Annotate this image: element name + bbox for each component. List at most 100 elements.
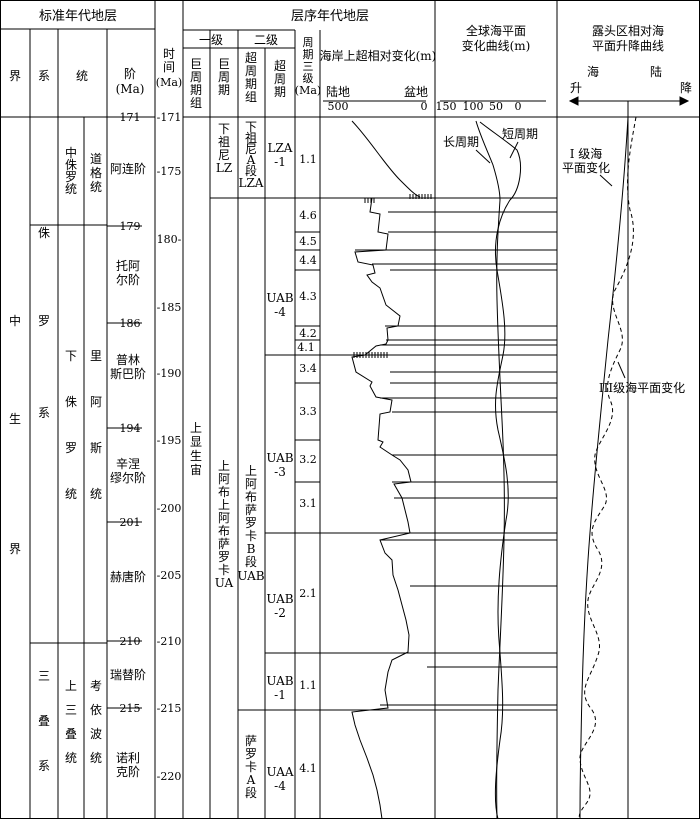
global-sea-level-curves — [475, 120, 521, 819]
short-period-label: 短周期 — [502, 127, 538, 141]
boundary-171: 171 — [120, 111, 141, 124]
onlap-top-curve — [351, 120, 421, 198]
stage-hettangian: 赫唐阶 — [110, 569, 146, 584]
code-uab-1: UAB-1 — [266, 674, 293, 702]
level1-curve — [579, 116, 629, 819]
cycle-labels: 1.1 4.6 4.5 4.4 4.3 4.2 4.1 3.4 3.3 3.2 … — [297, 153, 317, 775]
code-uab-3: UAB-3 — [266, 451, 293, 479]
cycle-2-1: 2.1 — [299, 587, 317, 600]
erathem-header: 界 — [9, 69, 21, 83]
rise-label: 升 — [570, 81, 582, 95]
time-tick-220: -220 — [157, 770, 182, 783]
cycle-4-6: 4.6 — [299, 209, 317, 222]
mega-header: 巨周期组 — [190, 57, 202, 110]
stage-boundaries: 171 179 186 194 201 210 215 — [120, 111, 141, 715]
boundary-201: 201 — [120, 516, 141, 529]
erathem-label: 中生界 — [9, 313, 21, 556]
onlap-horizontal-lines — [355, 211, 557, 706]
onlap-tick-500: 500 — [328, 100, 349, 113]
boundary-210: 210 — [120, 635, 141, 648]
stage-norian: 诺利克阶 — [116, 751, 140, 779]
cycle-4-1: 4.1 — [297, 341, 315, 354]
long-period-curve — [475, 120, 505, 819]
long-period-label: 长周期 — [443, 135, 479, 149]
cycle-4-1-bottom: 4.1 — [299, 762, 317, 775]
jurassic-label: 侏罗系 — [38, 226, 50, 420]
short-period-curve — [479, 121, 521, 819]
time-tick-210: -210 — [157, 635, 182, 648]
level2-label: 二级 — [254, 33, 278, 47]
mega-cycle-header: 巨周期 — [218, 57, 230, 97]
level3-change-label: III级海平面变化 — [599, 380, 685, 395]
cycle-1-1-top: 1.1 — [299, 153, 317, 166]
code-uab-4: UAB-4 — [266, 291, 293, 319]
cycle-3-3: 3.3 — [299, 405, 317, 418]
upper-triassic-label: 上三叠统 — [65, 679, 77, 765]
keuper-label: 考依波统 — [90, 679, 102, 765]
stage-sinemurian: 辛涅缪尔阶 — [110, 457, 146, 485]
land-label: 陆 — [650, 64, 662, 79]
cycle-4-4: 4.4 — [299, 254, 317, 267]
series-header: 统 — [76, 69, 88, 83]
cycle-4-5: 4.5 — [299, 235, 317, 248]
dogger-label: 道格统 — [90, 152, 102, 194]
stage-header: 阶(Ma) — [116, 67, 145, 96]
code-uab-2: UAB-2 — [266, 592, 293, 620]
time-tick-190: -190 — [157, 367, 182, 380]
time-header: 时间(Ma) — [156, 47, 182, 89]
standard-title: 标准年代地层 — [39, 9, 117, 24]
code-lza-1: LZA-1 — [268, 141, 293, 169]
global-title: 全球海平面变化曲线(m) — [462, 23, 531, 53]
time-tick-180: 180- — [157, 233, 182, 246]
time-tick-171: -171 — [157, 111, 182, 124]
global-annotations: 长周期 短周期 — [443, 127, 538, 164]
onlap-hatch-2 — [353, 352, 388, 358]
time-tick-205: -205 — [157, 569, 182, 582]
stage-pliensbachian: 普林斯巴阶 — [110, 353, 146, 381]
cycle-3-1: 3.1 — [299, 497, 317, 510]
sequence-title: 层序年代地层 — [291, 9, 369, 24]
cycle-1-1: 1.1 — [299, 679, 317, 692]
boundary-215: 215 — [120, 702, 141, 715]
cycle-3-4: 3.4 — [299, 362, 317, 375]
super-cycle-header: 超周期 — [274, 58, 286, 99]
boundary-194: 194 — [120, 422, 141, 435]
time-tick-195: -195 — [157, 434, 182, 447]
code-uaa-4: UAA-4 — [266, 765, 293, 793]
time-tick-215: -215 — [157, 702, 182, 715]
onlap-title: 海岸上超相对变化(m) — [320, 48, 437, 63]
sea-label: 海 — [587, 64, 599, 79]
fall-label: 降 — [680, 81, 692, 95]
left-columns: 中生界 侏罗系 三叠系 中侏罗统 道格统 下侏罗统 里阿斯统 上三叠统 考依波统… — [9, 111, 146, 779]
stage-rhaetian: 瑞替阶 — [110, 668, 146, 682]
header-labels: 标准年代地层 层序年代地层 一级 二级 界 系 统 阶(Ma) 时间(Ma) 巨… — [9, 9, 692, 113]
outcrop-sea-level-curves — [578, 101, 637, 819]
third-order-header: 周期三级(Ma) — [295, 36, 321, 97]
eon-label: 上显生宙 — [190, 421, 202, 477]
lower-jurassic-label: 下侏罗统 — [65, 349, 77, 501]
time-tick-200: -200 — [157, 502, 182, 515]
system-header: 系 — [38, 69, 50, 83]
boundary-186: 186 — [120, 317, 141, 330]
onlap-stepped-curve — [351, 197, 412, 819]
outcrop-title: 露头区相对海平面升降曲线 — [592, 23, 664, 53]
onlap-basin: 盆地 — [404, 85, 428, 99]
stage-aalenian: 阿连阶 — [110, 161, 146, 176]
cycle-3-2: 3.2 — [299, 453, 317, 466]
time-tick-185: -185 — [157, 301, 182, 314]
middle-jurassic-label: 中侏罗统 — [65, 145, 77, 196]
lias-label: 里阿斯统 — [90, 349, 102, 501]
time-axis: -171 -175 180- -185 -190 -195 -200 -205 … — [157, 111, 182, 783]
level1-change-label: I 级海平面变化 — [562, 146, 610, 175]
onlap-tick-0: 0 — [421, 100, 428, 113]
level1-label: 一级 — [199, 33, 223, 47]
cycle-4-2: 4.2 — [299, 327, 317, 340]
